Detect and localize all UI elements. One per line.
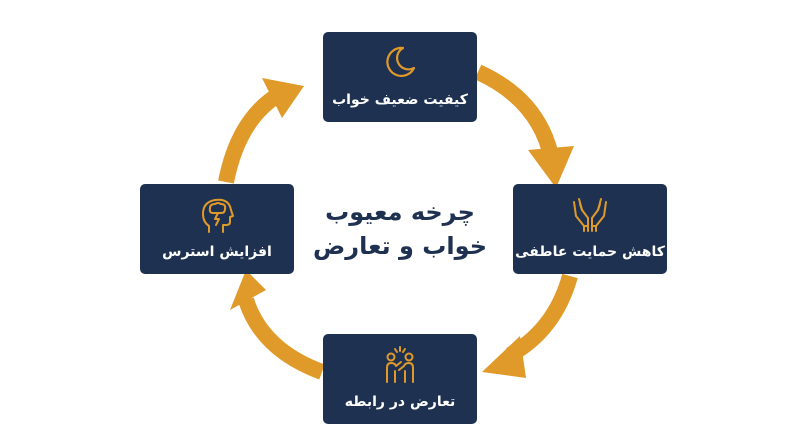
node-reduced-emotional-support: کاهش حمایت عاطفی	[513, 184, 667, 274]
node-label: افزایش استرس	[162, 244, 272, 260]
open-hands-icon	[573, 198, 607, 232]
arrow-top-to-right	[474, 64, 560, 162]
arrowhead-left	[230, 270, 266, 310]
arguing-people-icon	[386, 346, 414, 383]
node-relationship-conflict: تعارض در رابطه	[323, 334, 477, 424]
arrow-left-to-top	[218, 88, 283, 184]
crescent-moon-icon	[386, 46, 416, 77]
title-line-2: خواب و تعارض	[313, 232, 487, 260]
arrowhead-right	[528, 146, 574, 188]
arrowhead-bottom	[482, 336, 526, 378]
diagram-title: چرخه معیوب خواب و تعارض	[300, 195, 500, 263]
node-label: کیفیت ضعیف خواب	[332, 92, 468, 108]
node-increased-stress: افزایش استرس	[140, 184, 294, 274]
title-line-1: چرخه معیوب	[325, 198, 475, 226]
arrow-bottom-to-left	[238, 297, 325, 380]
stressed-head-lightning-icon	[202, 198, 234, 233]
node-poor-sleep: کیفیت ضعیف خواب	[323, 32, 477, 122]
node-label: تعارض در رابطه	[344, 394, 456, 410]
arrowhead-top	[262, 78, 304, 118]
node-label: کاهش حمایت عاطفی	[515, 244, 665, 260]
